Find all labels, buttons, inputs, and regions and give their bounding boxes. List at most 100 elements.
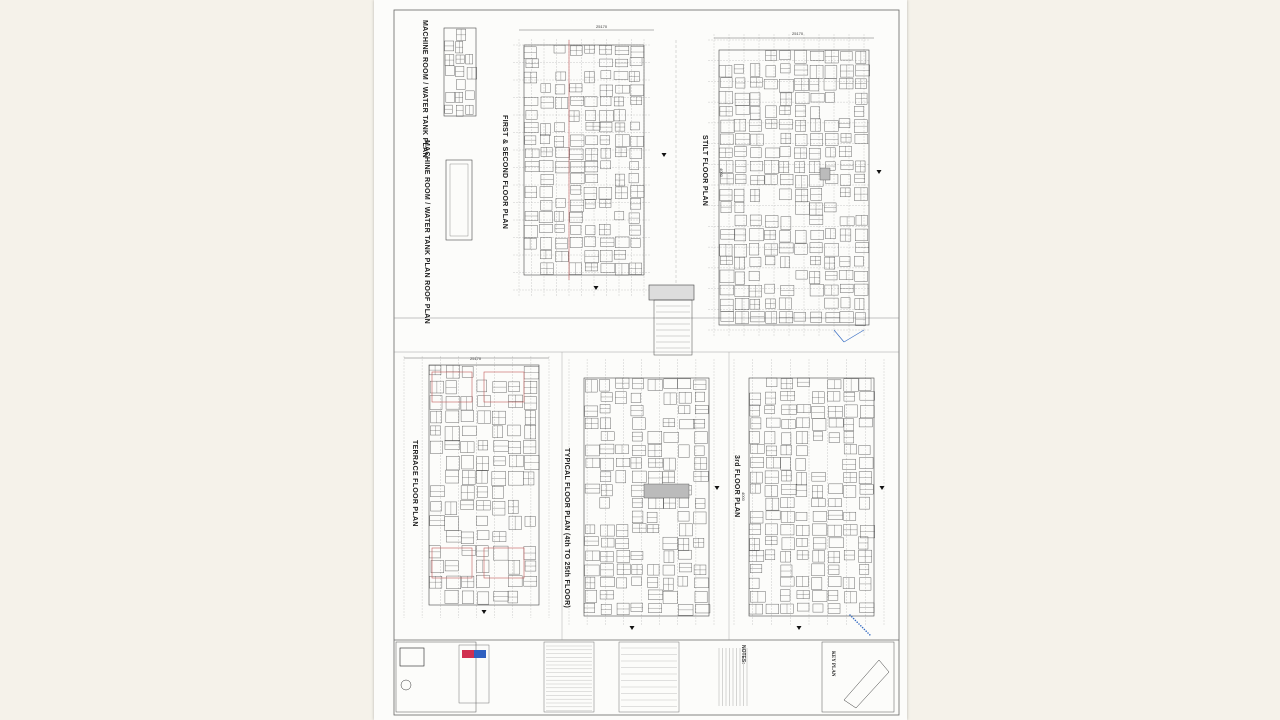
- stilt-signature-stroke: [833, 329, 845, 343]
- stilt-room: [748, 270, 760, 281]
- third-room: [766, 417, 781, 428]
- stilt-inner-dimension: 4000: [719, 168, 724, 177]
- first-floor-outline: [523, 44, 645, 276]
- stilt-room: [719, 284, 734, 296]
- stilt-room: [840, 51, 853, 61]
- terrace-room: [430, 560, 444, 574]
- first-floor-room: [598, 187, 613, 200]
- stilt-room: [825, 271, 838, 281]
- first-floor-room: [570, 172, 585, 184]
- stilt-room: [735, 105, 750, 115]
- stilt-room: [810, 93, 825, 103]
- third-room: [843, 485, 857, 498]
- terrace-room: [476, 379, 487, 393]
- stilt-room: [720, 119, 735, 133]
- first-floor-room: [629, 161, 639, 170]
- titleblock-seal: [400, 679, 412, 691]
- stilt-room: [765, 147, 780, 159]
- stilt-room: [780, 216, 792, 230]
- typical-room: [599, 497, 610, 509]
- typical-room: [677, 378, 692, 389]
- machine-room-plan-title: MACHINE ROOM / WATER TANK PLAN: [421, 20, 428, 158]
- stilt-floor-plan-title: STILT FLOOR PLAN: [701, 135, 708, 207]
- first-floor-room: [585, 110, 596, 121]
- first-floor-room: [613, 71, 629, 80]
- first-floor-room: [554, 84, 566, 95]
- stilt-room: [825, 92, 835, 103]
- first-floor-room: [600, 96, 612, 106]
- third-floor-plan-title: 3rd FLOOR PLAN: [733, 455, 740, 518]
- first-floor-room: [585, 173, 598, 183]
- terrace-room: [446, 575, 461, 590]
- first-floor-room: [525, 110, 538, 120]
- third-room: [813, 537, 827, 550]
- stilt-room: [854, 106, 865, 117]
- third-room: [811, 563, 825, 577]
- titleblock-logo-area: [395, 641, 477, 713]
- third-floor-inner-dimension: 4000: [741, 492, 746, 501]
- stilt-room: [854, 256, 864, 267]
- typical-room: [630, 392, 641, 403]
- machine-room-room: [456, 79, 466, 90]
- key-plan-box: [821, 641, 895, 713]
- first-floor-room: [630, 121, 640, 131]
- terrace-room: [492, 486, 504, 499]
- third-room: [812, 523, 828, 536]
- first-floor-room: [584, 236, 596, 247]
- typical-room: [616, 577, 627, 589]
- first-floor-room: [600, 160, 611, 170]
- stilt-width-dimension: 25170: [792, 31, 804, 36]
- first-floor-room: [584, 96, 598, 107]
- terrace-room: [462, 590, 475, 604]
- first-floor-section-marker: [661, 153, 667, 157]
- stilt-room: [795, 105, 806, 118]
- terrace-room: [507, 424, 521, 437]
- stilt-room: [749, 243, 759, 256]
- terrace-red-zone-4: [483, 547, 525, 579]
- first-floor-north-marker: [593, 286, 599, 290]
- stilt-room: [854, 283, 869, 296]
- stilt-room: [795, 230, 807, 244]
- terrace-room: [446, 456, 460, 471]
- typical-room: [695, 604, 711, 614]
- third-room: [812, 603, 824, 613]
- third-outline: [748, 377, 875, 617]
- first-floor-room: [555, 147, 570, 158]
- titleblock-logo-k: [399, 647, 425, 667]
- typical-room: [693, 511, 707, 525]
- stilt-room: [765, 256, 776, 266]
- third-section-marker: [879, 486, 885, 490]
- first-floor-room: [629, 57, 643, 66]
- stilt-room: [749, 228, 764, 242]
- area-statement-box: [653, 299, 693, 356]
- typical-north-marker: [629, 626, 635, 630]
- first-floor-room: [553, 45, 566, 54]
- stilt-room: [720, 133, 734, 145]
- terrace-room: [444, 516, 459, 531]
- first-floor-room: [539, 186, 553, 198]
- typical-section-marker: [714, 486, 720, 490]
- terrace-room: [493, 545, 509, 561]
- machine-room-room: [465, 90, 475, 100]
- terrace-red-zone-1: [431, 371, 473, 403]
- stilt-room: [765, 105, 777, 119]
- first-floor-room: [630, 238, 641, 248]
- typical-room: [584, 536, 599, 546]
- stilt-room: [809, 174, 824, 187]
- typical-room: [599, 379, 610, 392]
- first-second-floor-plan-title: FIRST & SECOND FLOOR PLAN: [501, 115, 508, 230]
- stilt-blue-annotation-dot: [860, 625, 862, 627]
- terrace-room: [430, 501, 442, 512]
- stilt-room: [734, 285, 750, 297]
- stilt-room: [824, 65, 838, 79]
- first-floor-room: [523, 225, 538, 238]
- typical-room: [678, 497, 689, 508]
- drawing-sheet: MACHINE ROOM / WATER TANK PLAN MACHINE R…: [374, 0, 907, 720]
- stilt-room: [810, 133, 823, 146]
- typical-room: [585, 444, 600, 457]
- machine-room-room: [445, 65, 455, 76]
- typical-room: [694, 577, 709, 588]
- typical-room: [599, 443, 615, 455]
- first-floor-room: [600, 263, 616, 273]
- titleblock-table-2: [618, 641, 680, 713]
